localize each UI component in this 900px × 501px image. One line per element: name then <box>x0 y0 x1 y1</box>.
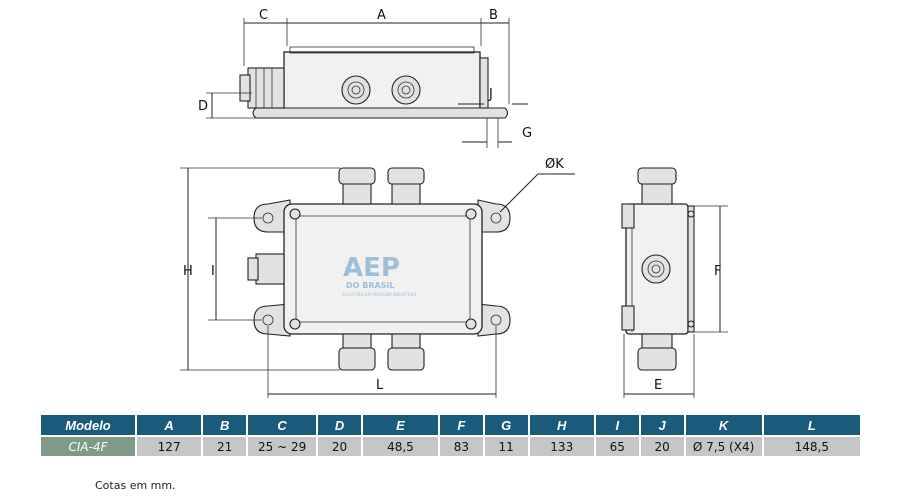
dim-label-G: G <box>522 126 532 141</box>
col-header-I: I <box>595 415 639 435</box>
dim-label-E: E <box>654 378 662 393</box>
col-header-L: L <box>763 415 860 435</box>
cell-L: 148,5 <box>763 437 860 456</box>
dim-label-B: B <box>489 8 498 23</box>
aep-logo: AEP DO BRASIL SOLUÇÕES EM PESAGEM INDUST… <box>342 253 418 297</box>
right-view: F E <box>621 167 728 398</box>
cell-D: 20 <box>318 437 361 456</box>
cell-modelo: CIA-4F <box>41 437 135 456</box>
col-header-F: F <box>439 415 483 435</box>
col-header-modelo: Modelo <box>41 415 135 435</box>
cell-I: 65 <box>595 437 639 456</box>
cell-J: 20 <box>640 437 684 456</box>
col-header-C: C <box>248 415 317 435</box>
cell-G: 11 <box>484 437 528 456</box>
col-header-H: H <box>529 415 594 435</box>
front-view: AEP DO BRASIL SOLUÇÕES EM PESAGEM INDUST… <box>180 157 575 398</box>
dim-label-I: I <box>211 264 215 279</box>
spec-table: Modelo A B C D E F G H I J K L CIA-4F 12… <box>39 413 862 458</box>
dim-label-J: J <box>488 87 493 102</box>
cell-F: 83 <box>439 437 483 456</box>
dim-label-F: F <box>714 264 721 279</box>
col-header-G: G <box>484 415 528 435</box>
logo-tagline: SOLUÇÕES EM PESAGEM INDUSTRIAL <box>342 292 418 297</box>
col-header-B: B <box>203 415 247 435</box>
col-header-K: K <box>685 415 762 435</box>
cell-K: Ø 7,5 (X4) <box>685 437 762 456</box>
col-header-J: J <box>640 415 684 435</box>
units-note: Cotas em mm. <box>95 479 176 492</box>
dim-label-C: C <box>259 8 268 23</box>
col-header-E: E <box>362 415 438 435</box>
cell-E: 48,5 <box>362 437 438 456</box>
dim-label-D: D <box>198 99 208 114</box>
logo-text: AEP <box>343 253 400 283</box>
dim-label-K: ØK <box>545 157 564 172</box>
dim-label-A: A <box>377 8 386 23</box>
cell-C: 25 ~ 29 <box>248 437 317 456</box>
spec-table-header-row: Modelo A B C D E F G H I J K L <box>41 415 860 435</box>
cell-A: 127 <box>137 437 202 456</box>
dim-label-H: H <box>183 264 193 279</box>
col-header-D: D <box>318 415 361 435</box>
technical-drawing: C A B D J G <box>180 8 728 398</box>
dim-label-L: L <box>376 378 384 393</box>
logo-subtext: DO BRASIL <box>346 281 395 290</box>
side-view: C A B D J G <box>198 8 532 148</box>
col-header-A: A <box>137 415 202 435</box>
cell-H: 133 <box>529 437 594 456</box>
cell-B: 21 <box>203 437 247 456</box>
table-row: CIA-4F 127 21 25 ~ 29 20 48,5 83 11 133 … <box>41 437 860 456</box>
